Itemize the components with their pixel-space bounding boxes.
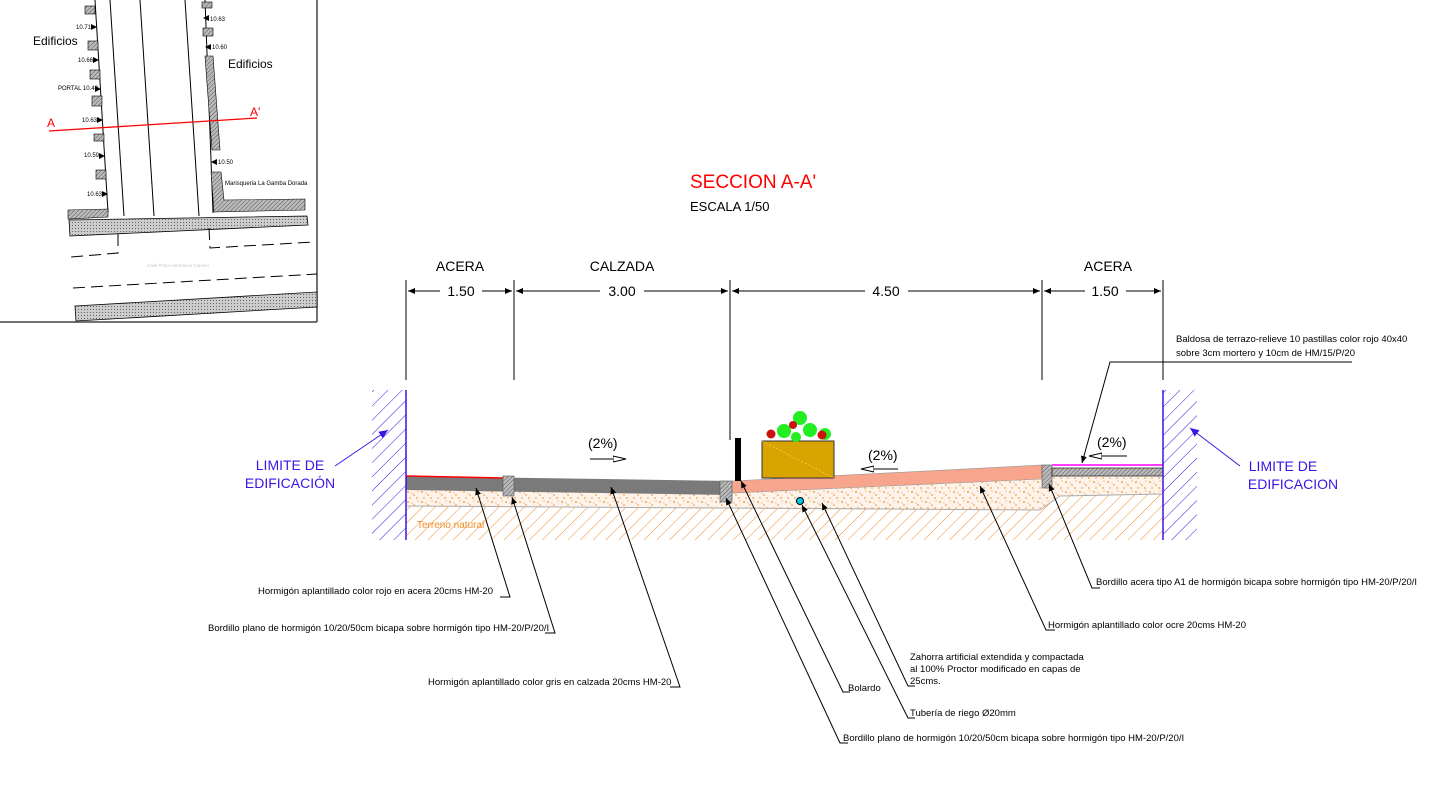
cross-section: Terreno natural (2%) (2%) (2%) LIMITE DE… [245,390,1338,540]
dimension-value: 1.50 [447,283,474,299]
building-limit-left: EDIFICACIÓN [245,475,335,491]
level-mark: 10.63 [87,192,103,198]
level-mark: PORTAL 10.49 [58,86,99,92]
plan-inset: Calle Pintor Hermanos Clavero Edificios … [0,0,318,323]
level-mark: 10.63 [210,17,226,23]
kerb [1041,464,1053,489]
building-limit-right: LIMITE DE [1249,458,1317,474]
natural-ground [406,494,1163,540]
sidewalk-band [68,215,309,237]
section-line [48,117,258,132]
irrigation-pipe [796,497,804,505]
note: Baldosa de terrazo-relieve 10 pastillas … [1176,334,1407,345]
note: Bordillo plano de hormigón 10/20/50cm bi… [843,733,1184,744]
sidewalk-band-south [74,291,318,322]
slope-label: (2%) [868,447,898,463]
section-title: SECCION A-A' [690,172,816,193]
planter [761,411,835,479]
dimension-value: 4.50 [872,283,899,299]
level-mark: 10.59 [84,153,100,159]
dimension-value: 1.50 [1091,283,1118,299]
note: al 100% Proctor modificado en capas de [910,664,1081,675]
slope-label: (2%) [588,435,618,451]
section-scale: ESCALA 1/50 [690,199,770,214]
dimension-value: 3.00 [608,283,635,299]
note: Zahorra artificial extendida y compactad… [910,652,1084,663]
note: Bordillo plano de hormigón 10/20/50cm bi… [208,623,549,634]
slope-label: (2%) [1097,434,1127,450]
ground-label: Terreno natural [417,520,484,531]
kerb [502,475,515,497]
dimension-chain: ACERA CALZADA ACERA 1.50 3.00 4.50 1.50 [405,258,1164,440]
level-mark: 10.60 [212,45,228,51]
note: Hormigón aplantillado color rojo en acer… [258,586,493,597]
levels-left: 10.71 10.66 PORTAL 10.49 10.63 10.59 10.… [58,24,108,198]
street-lines [94,0,214,217]
note: Hormigón aplantillado color ocre 20cms H… [1048,620,1246,631]
levels-right: 10.63 10.60 10.50 [203,15,234,166]
note: Bordillo acera tipo A1 de hormigón bicap… [1096,577,1417,588]
buildings-right-label: Edificios [228,57,273,71]
zone-label: CALZADA [590,258,655,274]
building-limit-right: EDIFICACION [1248,476,1338,492]
level-mark: 10.63 [82,118,98,124]
buildings-left-label: Edificios [33,34,78,48]
building-limit-left: LIMITE DE [256,457,324,473]
building-wall-right [1163,390,1197,540]
note: Hormigón aplantillado color gris en calz… [428,677,671,688]
section-end-label: A' [250,105,260,119]
grey-concrete-road [406,476,730,495]
building-wall-left [372,390,406,540]
street-name: Calle Pintor Hermanos Clavero [147,263,210,268]
building-blocks [67,1,306,220]
sidewalk-tile-bed [1051,467,1164,477]
zone-label: ACERA [1084,258,1133,274]
level-mark: 10.50 [218,160,234,166]
shop-label: Marisqueria La Gamba Dorada [225,181,308,187]
note: 25cms. [910,676,941,687]
note: Tubería de riego Ø20mm [910,708,1016,719]
note: Bolardo [848,683,881,694]
level-mark: 10.71 [76,25,92,31]
section-start-label: A [47,116,55,130]
bollard [735,438,741,481]
zone-label: ACERA [436,258,485,274]
level-mark: 10.66 [78,58,94,64]
annotations: Hormigón aplantillado color rojo en acer… [208,334,1417,744]
note: sobre 3cm mortero y 10cm de HM/15/P/20 [1176,348,1355,359]
